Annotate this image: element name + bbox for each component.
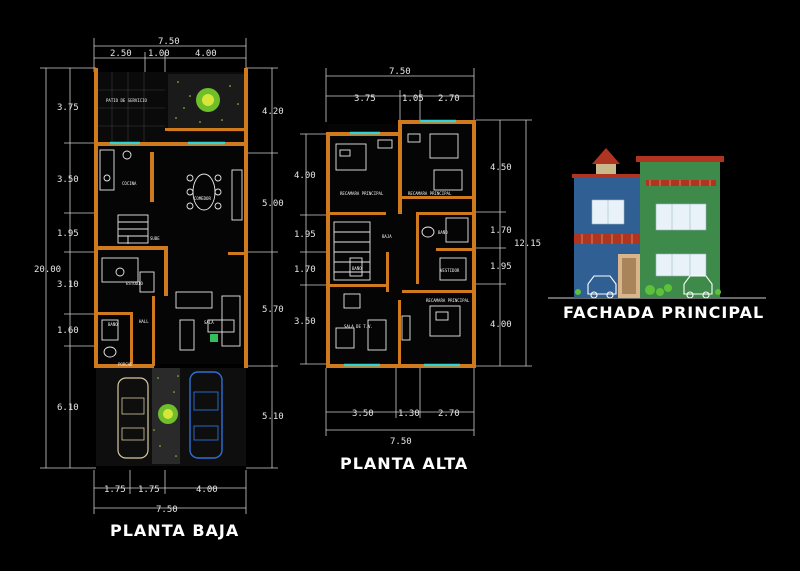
pa-dim-right-total: 12.15 (514, 239, 541, 249)
pb-garden-dots (175, 81, 239, 123)
pa-room-rec3: RECAMARA PRINCIPAL (426, 298, 470, 303)
pb-interior (96, 144, 246, 364)
pb-dim-top-3: 4.00 (195, 49, 217, 59)
pb-walls (94, 68, 248, 368)
pb-right-dimensions: 4.20 5.00 5.70 5.10 (246, 67, 284, 469)
pa-room-bano1: BAÑO (438, 230, 448, 235)
pa-dim-right-4: 4.00 (490, 320, 512, 330)
pa-dim-top-3: 2.70 (438, 94, 460, 104)
pb-dim-left-4: 3.10 (57, 280, 79, 290)
pb-room-bano: BAÑO (108, 322, 118, 327)
pb-room-sala: SALA (204, 320, 214, 325)
pb-dim-left-3: 1.95 (57, 229, 79, 239)
pb-dim-top-total: 7.50 (158, 37, 180, 47)
pb-garage-dots (153, 375, 179, 457)
planta-baja-plan: 7.50 2.50 1.00 4.00 3.75 3.50 1.95 3.10 … (34, 37, 284, 540)
pa-title: PLANTA ALTA (340, 454, 468, 473)
pb-dim-left-1: 3.75 (57, 103, 79, 113)
pb-room-patio: PATIO DE SERVICIO (106, 98, 148, 103)
pa-dim-bottom-2: 1.30 (398, 409, 420, 419)
pa-dim-left-4: 3.50 (294, 317, 316, 327)
pa-furniture (333, 133, 469, 351)
pa-room-rec1: RECAMARA PRINCIPAL (340, 191, 384, 196)
pa-room-rec2: RECAMARA PRINCIPAL (408, 191, 452, 196)
pa-dim-top-total: 7.50 (389, 67, 411, 77)
pb-room-comedor: COMEDOR (194, 196, 211, 201)
planta-alta-plan: 7.50 3.75 1.05 2.70 4.00 1.95 1.70 3.50 (294, 67, 541, 473)
pb-patio-grid (96, 72, 165, 144)
pb-dim-right-2: 5.00 (262, 199, 284, 209)
pb-dim-bottom-2: 1.75 (138, 485, 160, 495)
pa-right-dimensions: 4.50 1.70 1.95 4.00 12.15 (476, 119, 541, 367)
pb-car-right (189, 371, 223, 459)
pb-dim-top-2: 1.00 (148, 49, 170, 59)
pb-dim-left-5: 1.60 (57, 326, 79, 336)
pa-dim-right-3: 1.95 (490, 262, 512, 272)
pb-room-porche: PORCHE (118, 362, 133, 367)
pa-room-sala-tv: SALA DE T.V. (344, 324, 373, 329)
pb-room-hall: HALL (139, 319, 149, 324)
pb-dim-left-2: 3.50 (57, 175, 79, 185)
pb-left-dimensions: 3.75 3.50 1.95 3.10 1.60 6.10 20.00 (34, 67, 96, 469)
fachada-plants (575, 284, 721, 296)
pa-dim-left-1: 4.00 (294, 171, 316, 181)
pb-bottom-dimensions: 1.75 1.75 4.00 7.50 (93, 470, 247, 515)
pb-dim-top-1: 2.50 (110, 49, 132, 59)
pa-top-dimensions: 7.50 3.75 1.05 2.70 (325, 67, 475, 122)
fachada-tower-roof (592, 148, 620, 164)
pb-label-sube: SUBE (150, 236, 160, 241)
fachada-car-left (587, 275, 617, 299)
pa-room-bano2: BAÑO (352, 266, 362, 271)
pa-dim-left-3: 1.70 (294, 265, 316, 275)
pa-dim-top-2: 1.05 (402, 94, 424, 104)
pb-room-estudio: ESTUDIO (126, 281, 143, 286)
pb-title: PLANTA BAJA (110, 521, 239, 540)
pb-dim-bottom-1: 1.75 (104, 485, 126, 495)
fachada-elevation: FACHADA PRINCIPAL (548, 148, 766, 322)
fachada-windows (591, 199, 707, 277)
pa-room-vestidor: VESTIDOR (440, 268, 460, 273)
pb-car-left (117, 377, 149, 459)
pb-dim-bottom-total: 7.50 (156, 505, 178, 515)
pa-dim-right-1: 4.50 (490, 163, 512, 173)
pa-bottom-dimensions: 3.50 1.30 2.70 7.50 (325, 368, 475, 447)
pb-top-dimensions: 7.50 2.50 1.00 4.00 (93, 37, 247, 72)
pb-furniture (99, 149, 243, 358)
pa-dim-right-2: 1.70 (490, 226, 512, 236)
fachada-title: FACHADA PRINCIPAL (563, 303, 764, 322)
pb-dim-right-3: 5.70 (262, 305, 284, 315)
pa-dim-bottom-3: 2.70 (438, 409, 460, 419)
pa-dim-top-1: 3.75 (354, 94, 376, 104)
pa-dim-bottom-total: 7.50 (390, 437, 412, 447)
pa-dim-bottom-1: 3.50 (352, 409, 374, 419)
pb-dim-left-total: 20.00 (34, 265, 61, 275)
pb-dim-right-4: 5.10 (262, 412, 284, 422)
pb-dim-right-1: 4.20 (262, 107, 284, 117)
pa-dim-left-2: 1.95 (294, 230, 316, 240)
pa-left-dimensions: 4.00 1.95 1.70 3.50 (294, 133, 328, 365)
pb-dim-bottom-3: 4.00 (196, 485, 218, 495)
pa-label-baja: BAJA (382, 234, 392, 239)
pb-room-cocina: COCINA (122, 181, 137, 186)
pb-dim-left-6: 6.10 (57, 403, 79, 413)
fachada-car-right (683, 275, 713, 299)
